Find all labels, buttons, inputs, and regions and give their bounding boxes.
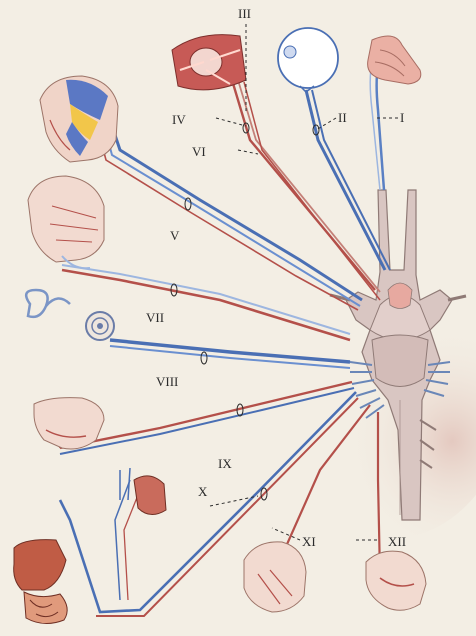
eye-icon	[278, 28, 338, 92]
label-XII: XII	[388, 534, 406, 549]
label-I: I	[400, 110, 404, 125]
label-IV: IV	[172, 112, 186, 127]
inner-ear-icon	[26, 290, 114, 340]
label-VI: VI	[192, 144, 206, 159]
label-VII: VII	[146, 310, 164, 325]
label-II: II	[338, 110, 347, 125]
nerve-III-IV-VI-pathway	[232, 80, 380, 300]
neck-icon	[244, 542, 306, 612]
face-icon	[28, 176, 104, 268]
tongue-icon	[34, 398, 104, 449]
label-XI: XI	[302, 534, 316, 549]
eye-muscles-icon	[172, 35, 246, 90]
nose-icon	[368, 36, 421, 84]
head-face-icon	[40, 76, 118, 162]
label-VIII: VIII	[156, 374, 178, 389]
label-V: V	[170, 228, 180, 243]
label-III: III	[238, 6, 251, 21]
label-X: X	[198, 484, 208, 499]
tongue-motor-icon	[366, 551, 426, 610]
viscera-icon	[14, 468, 166, 624]
label-IX: IX	[218, 456, 232, 471]
